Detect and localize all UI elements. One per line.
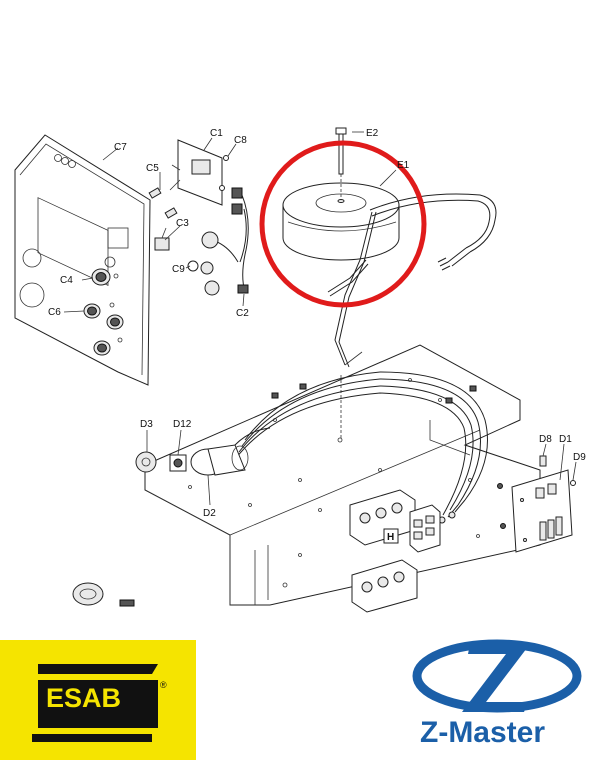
callout-c7: C7 <box>114 142 127 153</box>
knob-c6b <box>106 314 124 330</box>
switch-c3 <box>154 227 170 251</box>
bracket-d12 <box>169 454 187 472</box>
zmaster-logo-mark <box>412 639 582 713</box>
front-panel-c7 <box>14 134 151 386</box>
callout-d9: D9 <box>573 452 586 463</box>
callout-d12: D12 <box>173 419 192 430</box>
knob-c4 <box>91 268 111 286</box>
highlight-circle <box>259 140 427 308</box>
spacer-d8 <box>539 455 547 467</box>
callout-h: H <box>387 532 394 543</box>
fan-d2 <box>190 427 271 476</box>
bolt-e2 <box>335 127 347 198</box>
knob-c6c <box>93 340 111 356</box>
grommet-d3 <box>135 451 157 473</box>
pot-c9 <box>187 260 220 296</box>
callout-c4: C4 <box>60 275 73 286</box>
callout-c8: C8 <box>234 135 247 146</box>
callout-e2: E2 <box>366 128 379 139</box>
screw-d9 <box>570 480 576 486</box>
screw-c8 <box>219 155 229 191</box>
callout-d1: D1 <box>559 434 572 445</box>
knob-c6 <box>83 303 101 319</box>
zmaster-wordmark: Z-Master <box>420 716 546 749</box>
board-screws <box>497 483 506 529</box>
harness-c2 <box>201 187 249 294</box>
leader-lines <box>63 131 577 506</box>
wiring-loom <box>235 371 488 524</box>
esab-wordmark: ESAB <box>46 683 122 713</box>
transformer-leads <box>327 193 497 368</box>
board-d1 <box>511 469 573 553</box>
callout-c2: C2 <box>236 308 249 319</box>
igbt-module-upper <box>349 489 416 546</box>
rectifier-block <box>409 504 441 553</box>
callout-c9: C9 <box>172 264 185 275</box>
esab-logo: ESAB ® <box>0 640 196 760</box>
fuse-c5 <box>148 187 178 219</box>
base-chassis <box>144 344 541 606</box>
callout-c6: C6 <box>48 307 61 318</box>
parts-diagram: C7 C1 C8 C5 C3 C4 C9 C6 C2 E2 E1 D3 D12 … <box>14 127 586 613</box>
igbt-module-lower <box>351 559 418 613</box>
callout-c3: C3 <box>176 218 189 229</box>
control-pcb-c1 <box>169 139 223 206</box>
label-h-box <box>383 528 399 544</box>
callout-c1: C1 <box>210 128 223 139</box>
callout-d3: D3 <box>140 419 153 430</box>
callout-c5: C5 <box>146 163 159 174</box>
registered-mark: ® <box>160 680 167 690</box>
callout-d8: D8 <box>539 434 552 445</box>
callout-e1: E1 <box>397 160 410 171</box>
grommet-bottom <box>72 582 135 607</box>
callout-d2: D2 <box>203 508 216 519</box>
